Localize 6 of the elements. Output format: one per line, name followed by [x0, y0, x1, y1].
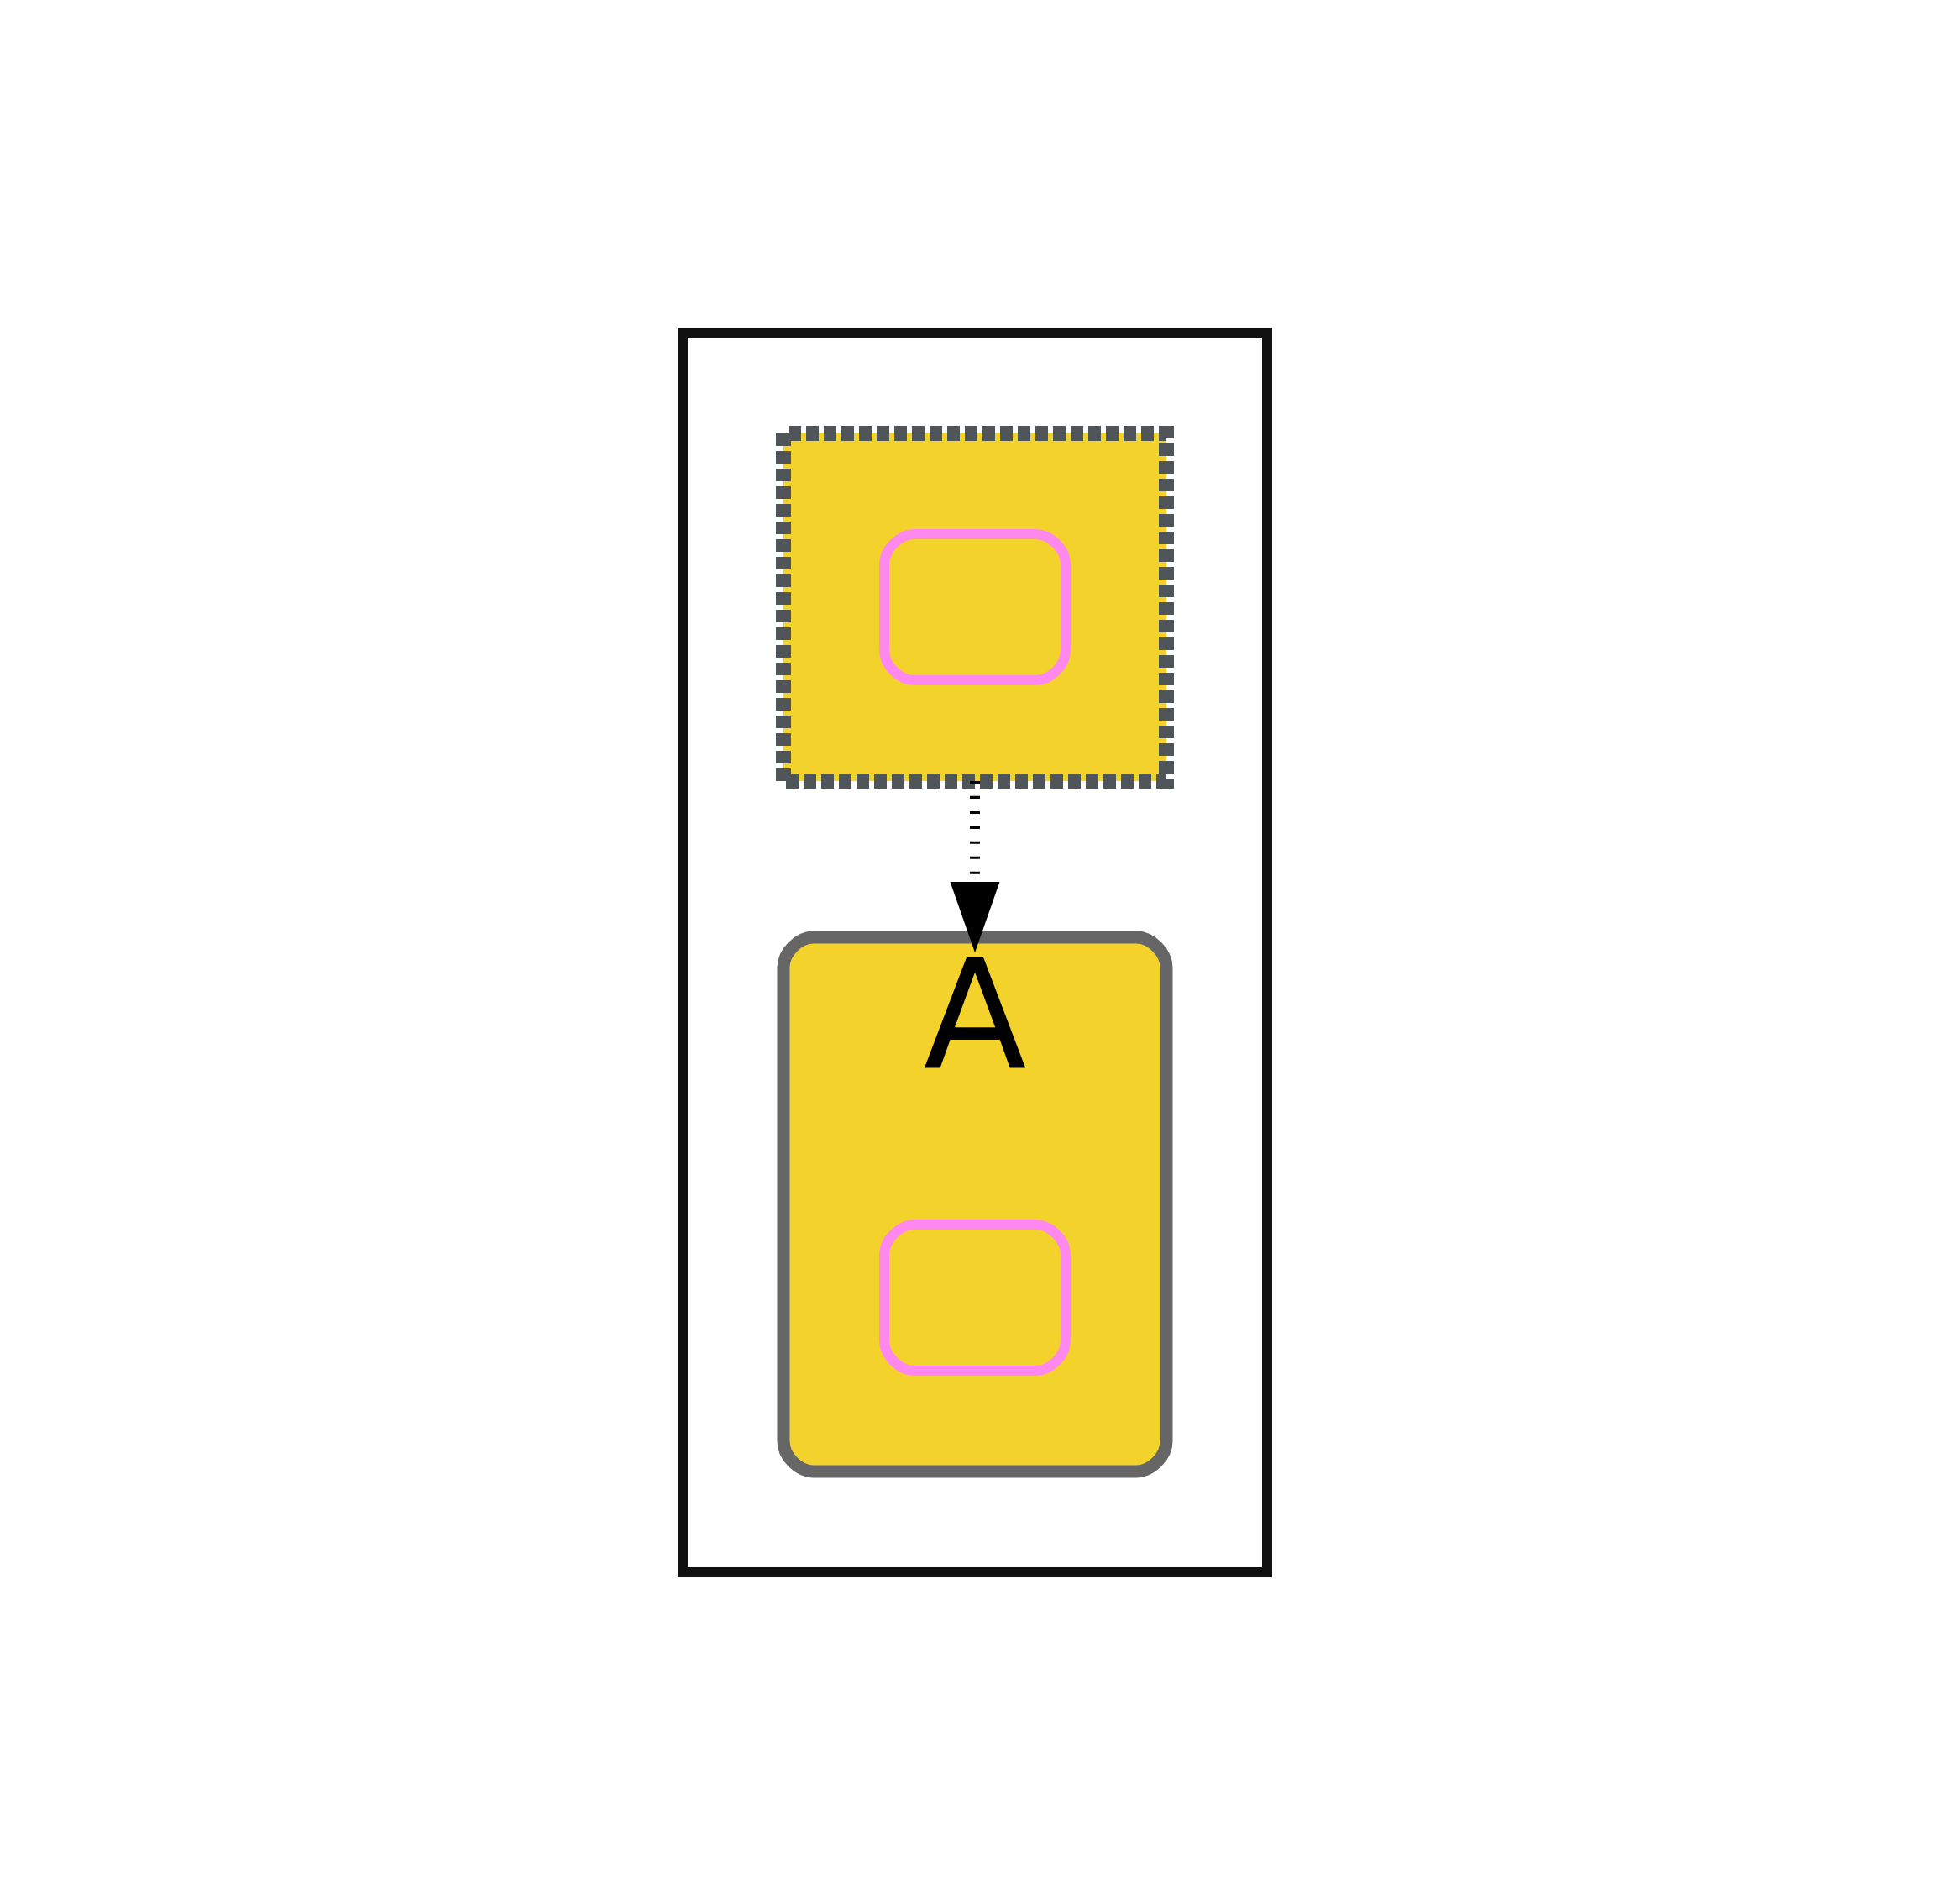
cluster: A — [777, 931, 1172, 1477]
node-box — [878, 528, 1071, 685]
cluster — [677, 327, 1272, 1577]
cluster — [775, 425, 1174, 789]
arrow — [950, 780, 999, 952]
node-box — [878, 1219, 1071, 1376]
